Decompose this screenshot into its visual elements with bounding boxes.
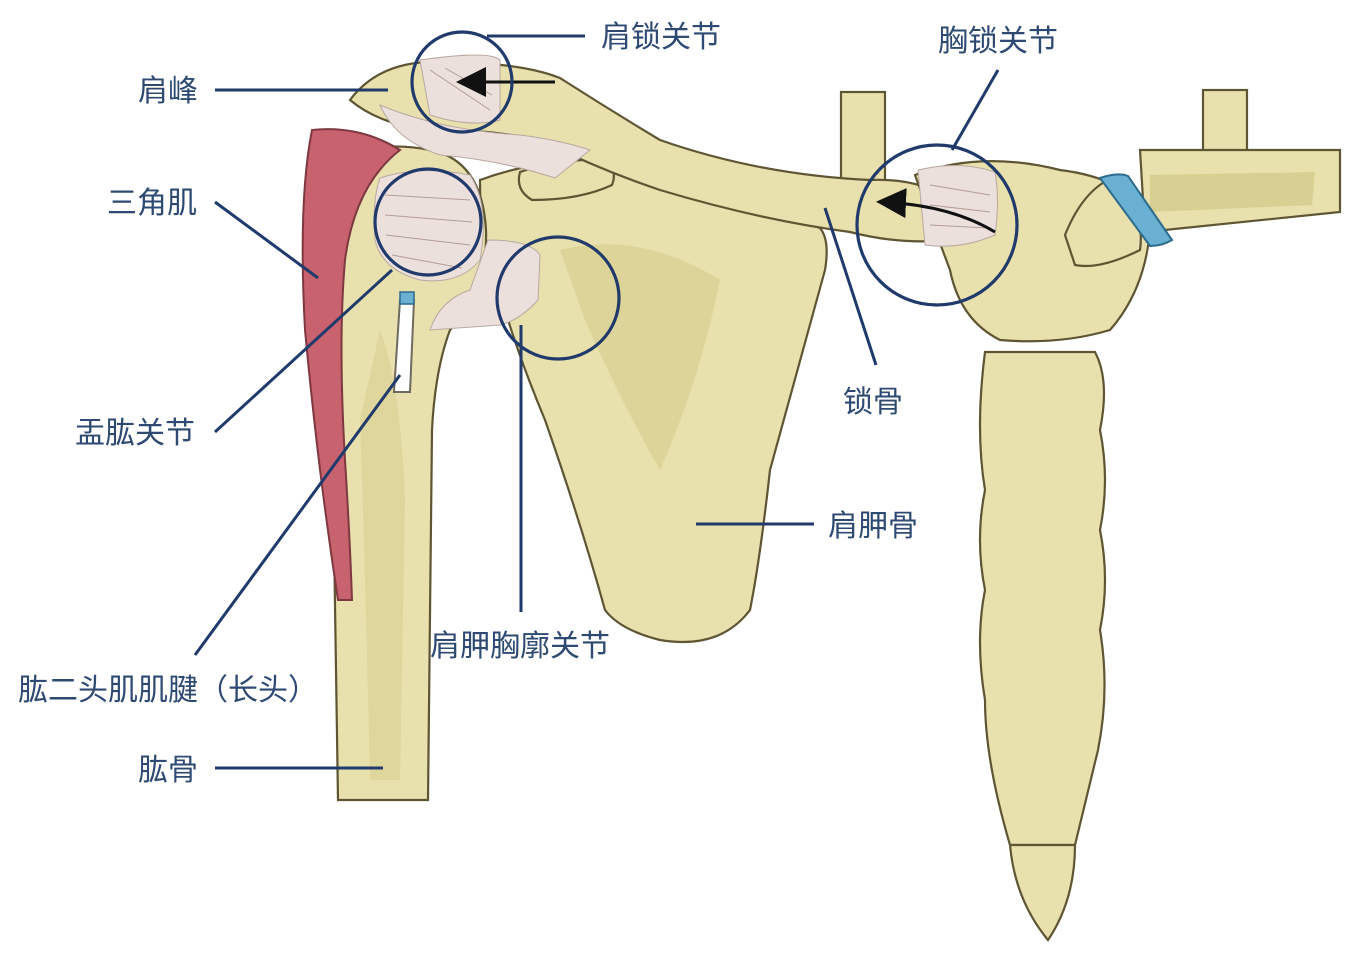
sc-motion-arrow [876,188,996,234]
leader-sternoclavicular [950,69,1000,151]
sternoclavicular-ring [855,143,1019,307]
label-clavicle: 锁骨 [843,385,903,420]
leader-glenohumeral [213,268,394,434]
label-acromion: 肩峰 [138,74,198,109]
leader-deltoid [214,200,319,280]
label-deltoid: 三角肌 [107,186,197,221]
labels: 肩锁关节 胸锁关节 肩峰 三角肌 盂肱关节 锁骨 肩胛骨 肩胛胸廓关节 肱二头肌… [18,20,1058,788]
illustration [301,54,1342,942]
xiphoid [1008,843,1077,942]
leader-biceps-tendon [193,374,402,656]
scapulothoracic-ring [495,235,621,361]
glenohumeral-capsule [373,170,484,282]
leader-lines [193,34,1000,770]
costal-cartilage [1098,173,1174,248]
acromioclavicular-ring [410,30,514,134]
label-humerus: 肱骨 [138,753,198,788]
ligament-fibers [384,67,991,269]
acromioclavicular-ligament [419,54,501,124]
label-scapulothoracic-joint: 肩胛胸廓关节 [430,629,610,664]
label-biceps-long-head-tendon: 肱二头肌肌腱（长头） [18,673,318,708]
joint-highlights [373,30,1019,361]
glenohumeral-ring [373,167,483,277]
deltoid-muscle [301,128,402,601]
sternoclavicular-ligament [917,164,998,247]
label-sternoclavicular-joint: 胸锁关节 [938,24,1058,59]
leader-clavicle [823,207,878,366]
sternum-body [978,350,1107,847]
label-glenohumeral-joint: 盂肱关节 [75,416,195,451]
label-scapula: 肩胛骨 [828,509,918,544]
label-acromioclavicular-joint: 肩锁关节 [601,20,721,55]
